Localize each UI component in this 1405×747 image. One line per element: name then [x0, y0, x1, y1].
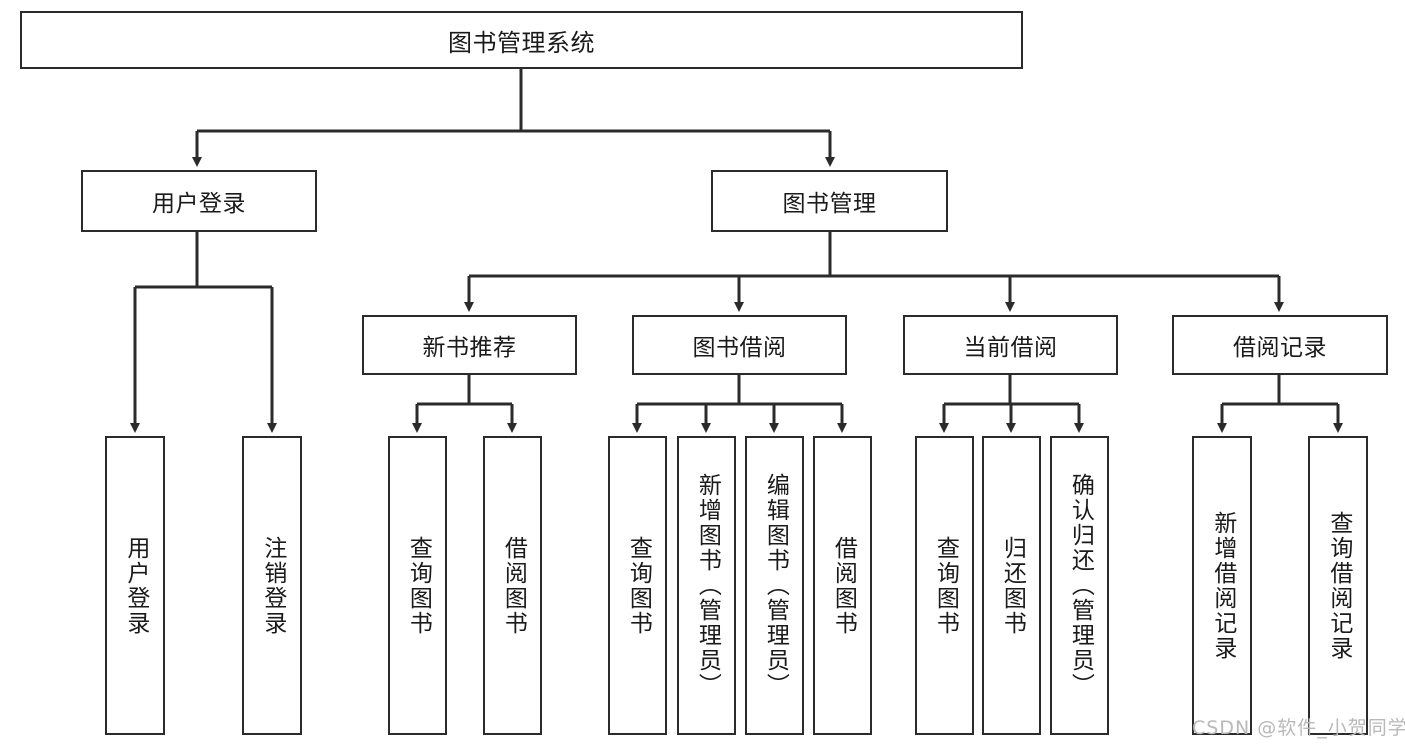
node-label: 图书借阅 — [692, 335, 787, 361]
leaf-borrow-book-1[interactable]: 借阅图书 — [483, 436, 542, 735]
leaf-query-record[interactable]: 查询借阅记录 — [1308, 436, 1368, 735]
node-current-borrow[interactable]: 当前借阅 — [903, 315, 1118, 375]
node-label: 查询图书 — [405, 535, 432, 636]
leaf-confirm-return[interactable]: 确认归还（管理员） — [1050, 436, 1109, 735]
leaf-logout[interactable]: 注销登录 — [242, 436, 302, 735]
node-label: 新增图书（管理员） — [694, 473, 721, 698]
node-label: 归还图书 — [999, 535, 1026, 636]
node-label: 借阅记录 — [1233, 335, 1327, 361]
node-label: 查询图书 — [625, 535, 652, 636]
node-label: 借阅图书 — [500, 535, 527, 636]
node-label: 查询借阅记录 — [1325, 510, 1352, 661]
node-label: 借阅图书 — [830, 535, 857, 636]
node-label: 注销登录 — [259, 535, 286, 636]
node-label: 确认归还（管理员） — [1067, 473, 1094, 698]
leaf-query-book-2[interactable]: 查询图书 — [608, 436, 667, 735]
node-user-login[interactable]: 用户登录 — [81, 170, 317, 232]
leaf-query-book-3[interactable]: 查询图书 — [915, 436, 974, 735]
node-label: 图书管理 — [782, 191, 877, 217]
leaf-return-book[interactable]: 归还图书 — [982, 436, 1041, 735]
leaf-query-book-1[interactable]: 查询图书 — [388, 436, 447, 735]
node-label: 当前借阅 — [963, 335, 1058, 361]
node-book-manage[interactable]: 图书管理 — [711, 170, 948, 232]
node-label: 新书推荐 — [422, 335, 517, 361]
leaf-user-login[interactable]: 用户登录 — [105, 436, 165, 735]
node-label: 图书管理系统 — [448, 28, 595, 57]
node-book-borrow[interactable]: 图书借阅 — [632, 315, 847, 375]
node-new-book-recommend[interactable]: 新书推荐 — [362, 315, 577, 375]
leaf-borrow-book-2[interactable]: 借阅图书 — [813, 436, 872, 735]
csdn-watermark: CSDN @软件_小贺同学 — [1192, 717, 1405, 739]
node-label: 用户登录 — [152, 191, 246, 217]
node-root-system[interactable]: 图书管理系统 — [20, 11, 1023, 69]
node-label: 新增借阅记录 — [1209, 510, 1236, 661]
node-borrow-record[interactable]: 借阅记录 — [1172, 315, 1388, 375]
node-label: 查询图书 — [932, 535, 959, 636]
node-label: 用户登录 — [122, 535, 149, 636]
leaf-add-book[interactable]: 新增图书（管理员） — [677, 436, 736, 735]
node-label: 编辑图书（管理员） — [762, 473, 789, 698]
leaf-edit-book[interactable]: 编辑图书（管理员） — [745, 436, 804, 735]
leaf-add-record[interactable]: 新增借阅记录 — [1192, 436, 1252, 735]
